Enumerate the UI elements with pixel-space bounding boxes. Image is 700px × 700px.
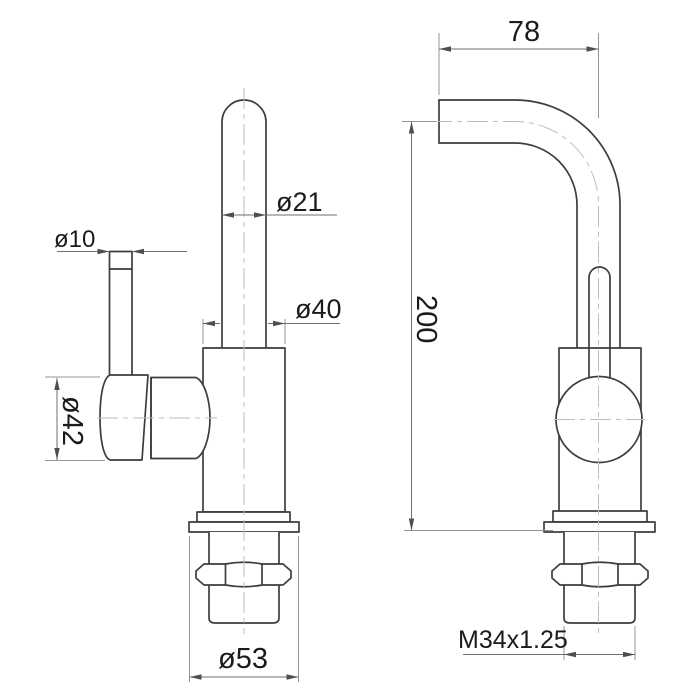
dim-label-handle-ball-diameter: ø42 — [56, 396, 88, 446]
side-hex-nut — [551, 561, 649, 588]
side-base-plate — [543, 521, 656, 533]
front-view — [97, 88, 300, 634]
arrowhead — [439, 46, 451, 52]
arrowhead — [222, 212, 234, 218]
dim-label-body-diameter: ø40 — [295, 294, 342, 324]
side-handle-stem — [588, 266, 611, 378]
arrowhead — [54, 378, 60, 390]
front-handle-rod — [108, 250, 133, 376]
arrowhead — [54, 448, 60, 460]
dim-label-spout-reach: 78 — [508, 16, 540, 48]
dim-label-handle-rod-diameter: ø10 — [54, 226, 95, 253]
side-base-collar — [552, 510, 648, 523]
dimension-body-diameter: ø40 — [202, 294, 342, 344]
dimension-spout-reach: 78 — [438, 16, 599, 118]
arrowhead — [586, 46, 599, 52]
dimension-handle-rod-diameter: ø10 — [54, 226, 187, 255]
arrowhead — [623, 651, 635, 658]
dimension-spout-diameter: ø21 — [222, 187, 337, 218]
arrowhead — [254, 212, 266, 218]
arrowhead — [189, 674, 202, 680]
side-spout-centerline — [431, 121, 599, 633]
arrowhead — [286, 674, 299, 680]
dimension-handle-ball-diameter: ø42 — [45, 376, 105, 461]
arrowhead — [408, 518, 415, 531]
dim-label-spout-diameter: ø21 — [276, 187, 323, 217]
dim-label-thread-spec: M34x1.25 — [458, 626, 568, 654]
dimension-thread-spec: M34x1.25 — [458, 626, 636, 660]
arrowhead — [203, 320, 215, 327]
side-spout-outer-edge — [438, 99, 621, 349]
arrowhead — [564, 651, 576, 658]
side-spout-inner-edge — [438, 142, 578, 349]
dimension-overall-height: 200 — [402, 121, 553, 531]
arrowhead — [132, 248, 144, 255]
arrowhead — [97, 248, 110, 255]
side-view — [431, 99, 656, 633]
dimension-base-diameter: ø53 — [189, 536, 299, 682]
arrowhead — [408, 121, 415, 134]
arrowhead — [273, 320, 285, 327]
dim-label-base-diameter: ø53 — [218, 643, 268, 675]
dim-label-overall-height: 200 — [410, 295, 442, 343]
